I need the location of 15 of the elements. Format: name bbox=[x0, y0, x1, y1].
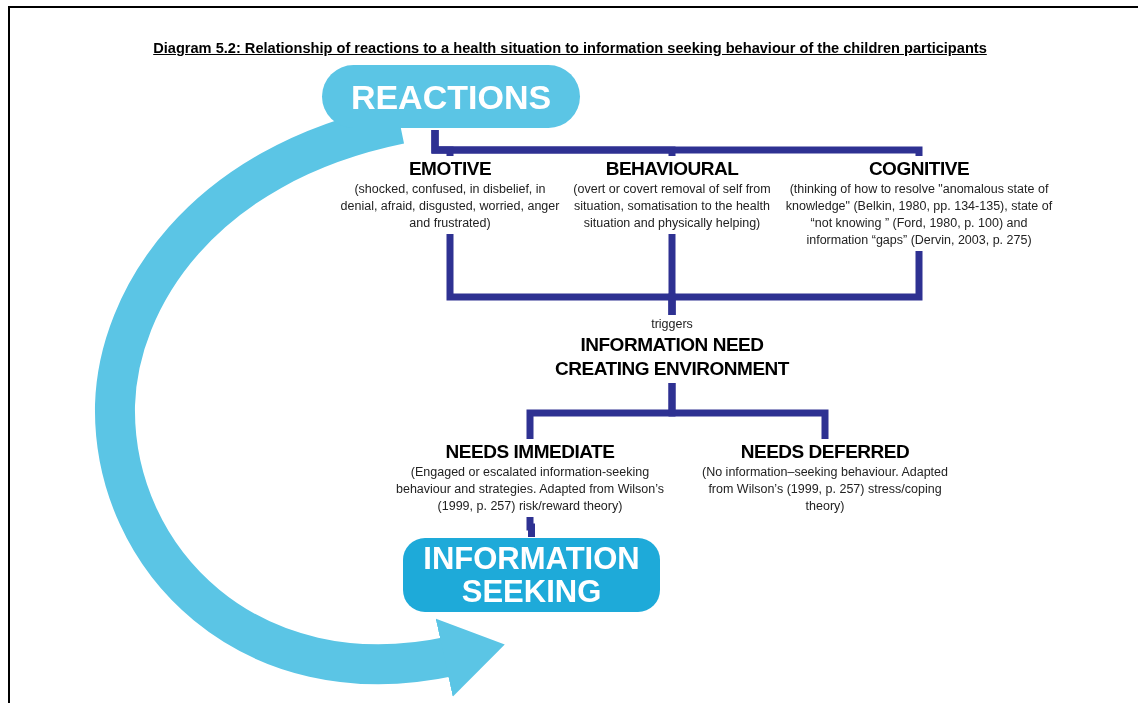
rounded-label: REACTIONS bbox=[322, 65, 580, 128]
heading-text: NEEDS IMMEDIATE bbox=[445, 440, 615, 464]
description-text: (Engaged or escalated information-seeking behaviour and strategies. Adapted from Wilson’s (1999, p. 257) risk/reward theory) bbox=[395, 464, 665, 515]
description-text: (No information–seeking behaviour. Adapted from Wilson’s (1999, p. 257) stress/coping theory) bbox=[701, 464, 949, 515]
heading-text: INFORMATION NEED CREATING ENVIRONMENT bbox=[554, 333, 791, 381]
heading-text: BEHAVIOURAL bbox=[605, 157, 739, 181]
heading-text: COGNITIVE bbox=[868, 157, 970, 181]
diagram-title: Diagram 5.2: Relationship of reactions to a health situation to information seeking behaviour of the children participants bbox=[152, 39, 988, 58]
description-text: triggers bbox=[651, 316, 693, 333]
description-text: (overt or covert removal of self from situation, somatisation to the health situation and physically helping) bbox=[572, 181, 772, 232]
heading-text: NEEDS DEFERRED bbox=[740, 440, 910, 464]
description-text: (thinking of how to resolve "anomalous state of knowledge" (Belkin, 1980, pp. 134-135), state of “not knowing ” (Ford, 1980, p. 100) and information “gaps” (Dervin, 2003, p. 275) bbox=[784, 181, 1054, 249]
heading-text: EMOTIVE bbox=[408, 157, 492, 181]
rounded-box: INFORMATION SEEKING bbox=[403, 538, 660, 612]
description-text: (shocked, confused, in disbelief, in denial, afraid, disgusted, worried, anger and frustrated) bbox=[340, 181, 560, 232]
